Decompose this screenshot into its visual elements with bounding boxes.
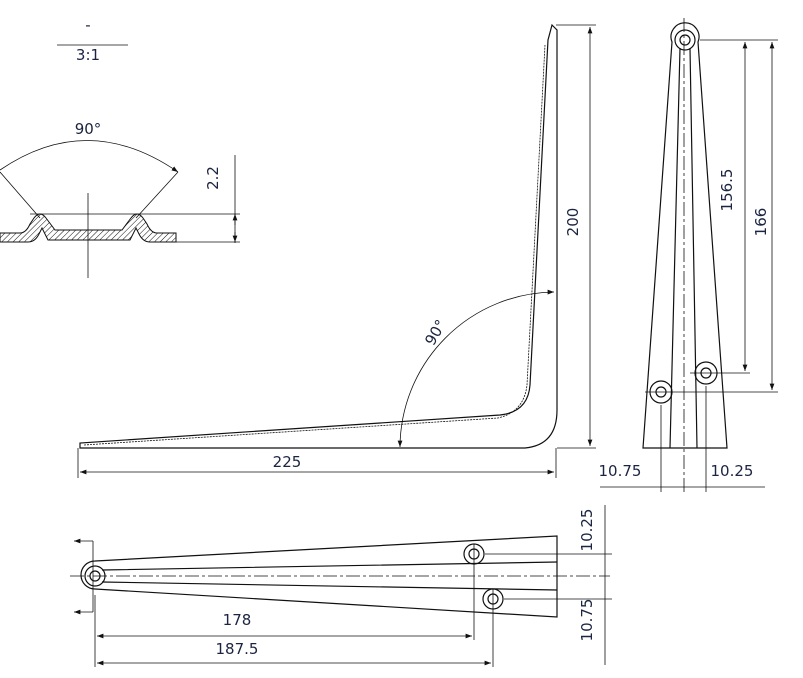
side-height-label: 200 [564, 208, 582, 237]
scale-value: 3:1 [76, 46, 100, 64]
section-angle-label: 90° [75, 120, 102, 138]
hole-distance-2-label: 187.5 [216, 640, 259, 658]
hole-distance-1-label: 178 [223, 611, 252, 629]
offset-bottom-label: 10.75 [578, 599, 596, 642]
side-length-label: 225 [273, 453, 302, 471]
hole-spacing-2-label: 166 [752, 208, 770, 237]
offset-left-label: 10.75 [599, 462, 642, 480]
front-view: 156.5 166 10.75 10.25 [599, 18, 778, 495]
bottom-view: 178 187.5 10.25 10.75 [70, 505, 612, 667]
side-view: 200 225 90° [77, 23, 596, 478]
section-height-label: 2.2 [204, 166, 222, 190]
hole-spacing-1-label: 156.5 [718, 169, 736, 212]
offset-right-label: 10.25 [711, 462, 754, 480]
section-view: 90° 2.2 [0, 120, 240, 278]
view-name: - [85, 16, 90, 34]
side-angle-label: 90° [421, 316, 450, 348]
offset-top-label: 10.25 [578, 509, 596, 552]
scale-label: - 3:1 [57, 16, 128, 64]
